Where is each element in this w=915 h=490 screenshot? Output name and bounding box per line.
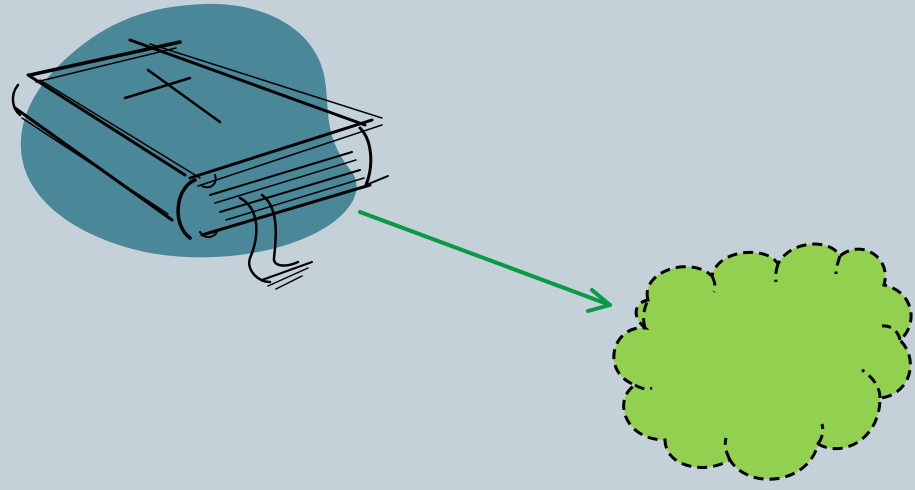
cloud-icon <box>612 242 913 481</box>
cloud-lobe-details <box>634 255 902 461</box>
arrow-right-icon <box>358 210 612 313</box>
bible-book-icon <box>11 38 389 290</box>
book-background-blob <box>20 3 357 258</box>
